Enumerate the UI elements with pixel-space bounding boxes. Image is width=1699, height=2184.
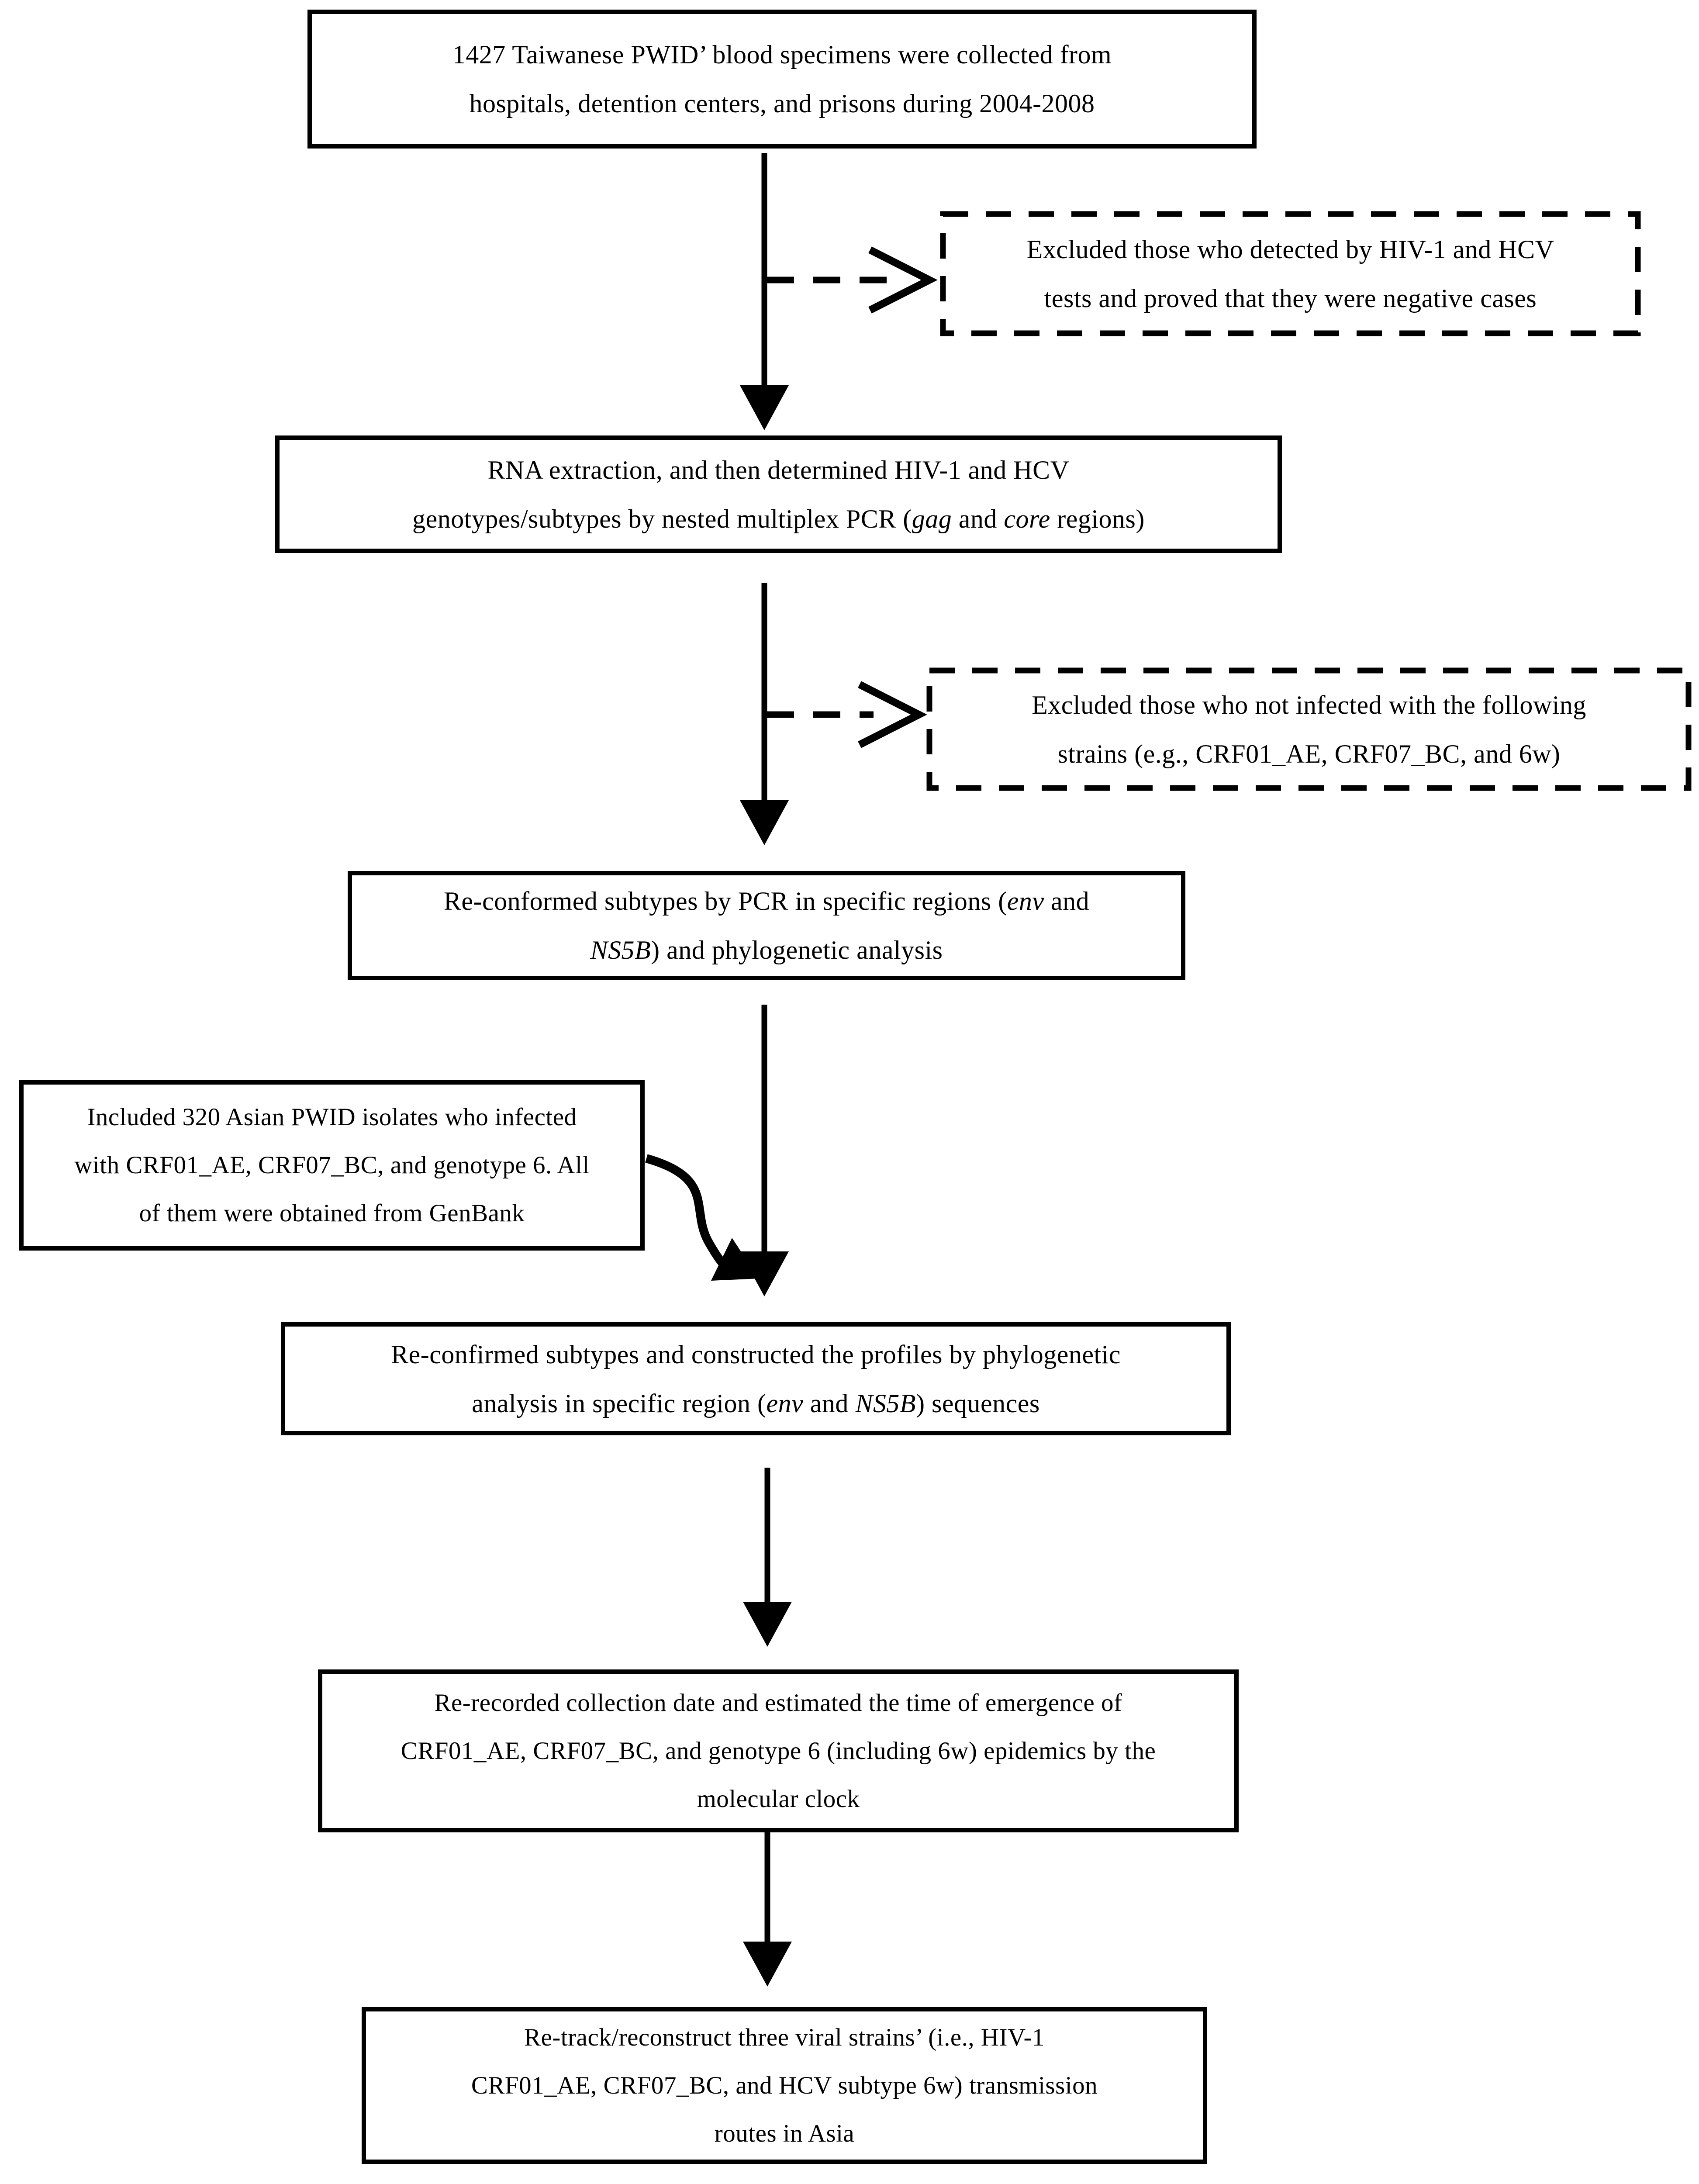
box-text-line: Re-track/reconstruct three viral strains… (524, 2023, 1045, 2051)
box-text-line: CRF01_AE, CRF07_BC, and genotype 6 (incl… (401, 1737, 1156, 1765)
arrow-rna-to-reconformed (740, 583, 789, 845)
box-text-line: RNA extraction, and then determined HIV-… (487, 455, 1070, 484)
box-text-line: molecular clock (697, 1785, 860, 1813)
box-rna-extraction: RNA extraction, and then determined HIV-… (275, 435, 1282, 553)
box-molecular-clock: Re-recorded collection date and estimate… (318, 1669, 1239, 1832)
arrow-clock-to-routes (743, 1832, 792, 1987)
box-text-line: Re-confirmed subtypes and constructed th… (391, 1340, 1121, 1369)
box-reconfirmed-profiles: Re-confirmed subtypes and constructed th… (281, 1322, 1231, 1435)
box-text-line: with CRF01_AE, CRF07_BC, and genotype 6.… (74, 1151, 590, 1179)
dashed-arrow-to-excluded-strains (767, 681, 927, 748)
dashed-arrow-to-excluded-negative (767, 246, 938, 314)
box-text-line: strains (e.g., CRF01_AE, CRF07_BC, and 6… (1057, 739, 1561, 768)
box-excluded-negative-cases: Excluded those who detected by HIV-1 and… (940, 211, 1641, 336)
curved-arrow-genbank-merge (645, 1154, 759, 1281)
box-text-line: genotypes/subtypes by nested multiplex P… (412, 504, 1145, 533)
box-text-line: routes in Asia (714, 2119, 855, 2147)
box-specimens-collected: 1427 Taiwanese PWID’ blood specimens wer… (307, 10, 1257, 149)
arrow-reconfirmed-to-clock (743, 1468, 792, 1647)
box-text-line: CRF01_AE, CRF07_BC, and HCV subtype 6w) … (471, 2071, 1098, 2099)
arrow-reconformed-to-reconfirmed (740, 1005, 789, 1296)
box-text-line: of them were obtained from GenBank (139, 1199, 525, 1227)
box-text-line: tests and proved that they were negative… (1044, 283, 1537, 313)
box-transmission-routes: Re-track/reconstruct three viral strains… (362, 2007, 1207, 2164)
box-text-line: Included 320 Asian PWID isolates who inf… (87, 1103, 577, 1131)
box-text-line: NS5B) and phylogenetic analysis (590, 936, 943, 964)
box-text-line: hospitals, detention centers, and prison… (469, 89, 1095, 118)
box-text-line: Re-recorded collection date and estimate… (434, 1689, 1122, 1717)
box-text-line: Excluded those who detected by HIV-1 and… (1026, 235, 1554, 264)
box-excluded-other-strains: Excluded those who not infected with the… (926, 667, 1692, 791)
arrow-collect-to-rna (740, 153, 789, 430)
box-text-line: analysis in specific region (env and NS5… (472, 1389, 1040, 1418)
box-text-line: Re-conformed subtypes by PCR in specific… (443, 887, 1090, 916)
box-text-line: 1427 Taiwanese PWID’ blood specimens wer… (452, 40, 1112, 69)
box-text-line: Excluded those who not infected with the… (1032, 690, 1586, 719)
box-included-genbank-isolates: Included 320 Asian PWID isolates who inf… (19, 1080, 645, 1251)
box-reconformed-subtypes: Re-conformed subtypes by PCR in specific… (348, 871, 1185, 980)
